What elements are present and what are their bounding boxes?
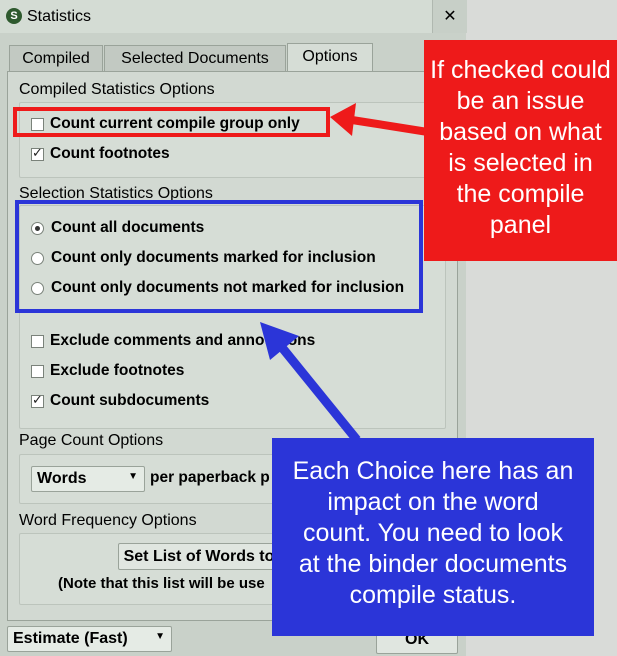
exclude-comments-checkbox[interactable] — [31, 335, 44, 348]
count-excluded-label: Count only documents not marked for incl… — [51, 279, 405, 296]
per-paperback-label: per paperback p — [150, 469, 270, 486]
count-compile-group-checkbox[interactable] — [31, 118, 44, 131]
close-button[interactable]: ✕ — [432, 0, 467, 33]
compiled-stats-heading: Compiled Statistics Options — [19, 81, 215, 98]
count-all-radio[interactable] — [31, 222, 44, 235]
red-arrow-head — [330, 103, 356, 136]
selection-stats-heading: Selection Statistics Options — [19, 185, 213, 202]
count-excluded-radio[interactable] — [31, 282, 44, 295]
estimate-mode-value: Estimate (Fast) — [13, 630, 128, 647]
estimate-mode-dropdown[interactable]: Estimate (Fast) ▼ — [7, 626, 172, 652]
blue-arrow-head — [260, 322, 299, 360]
chevron-down-icon: ▼ — [155, 631, 165, 642]
exclude-comments-label: Exclude comments and annotations — [50, 332, 316, 349]
tab-options[interactable]: Options — [287, 43, 373, 73]
app-icon: S — [6, 8, 22, 24]
page-count-heading: Page Count Options — [19, 432, 164, 449]
set-list-of-words-button[interactable]: Set List of Words to — [118, 543, 280, 570]
exclude-footnotes-checkbox[interactable] — [31, 365, 44, 378]
tab-compiled[interactable]: Compiled — [9, 45, 103, 72]
red-arrow-shaft — [351, 116, 429, 136]
close-icon: ✕ — [443, 8, 457, 25]
page-count-unit-value: Words — [37, 470, 87, 487]
count-included-label: Count only documents marked for inclusio… — [51, 249, 376, 266]
page-count-unit-dropdown[interactable]: Words ▼ — [31, 466, 145, 492]
selection-stats-group — [19, 205, 446, 429]
count-compile-group-label: Count current compile group only — [50, 115, 300, 132]
word-list-note: (Note that this list will be use — [58, 575, 265, 592]
word-frequency-heading: Word Frequency Options — [19, 512, 197, 529]
chevron-down-icon: ▼ — [128, 471, 138, 482]
count-subdocuments-label: Count subdocuments — [50, 392, 210, 409]
count-all-label: Count all documents — [51, 219, 205, 236]
count-footnotes-label: Count footnotes — [50, 145, 170, 162]
blue-callout: Each Choice here has an impact on the wo… — [272, 438, 594, 636]
compiled-stats-group — [19, 102, 446, 178]
red-highlight-box — [13, 107, 330, 137]
count-subdocuments-checkbox[interactable] — [31, 392, 44, 408]
title-bar: S Statistics ✕ — [0, 0, 467, 33]
blue-highlight-box — [15, 200, 423, 313]
count-footnotes-checkbox[interactable] — [31, 145, 44, 161]
tab-selected-documents[interactable]: Selected Documents — [104, 45, 286, 72]
exclude-footnotes-label: Exclude footnotes — [50, 362, 185, 379]
window-title: Statistics — [27, 8, 92, 25]
count-included-radio[interactable] — [31, 252, 44, 265]
blue-arrow-shaft — [276, 342, 361, 443]
red-callout: If checked could be an issue based on wh… — [424, 40, 617, 261]
